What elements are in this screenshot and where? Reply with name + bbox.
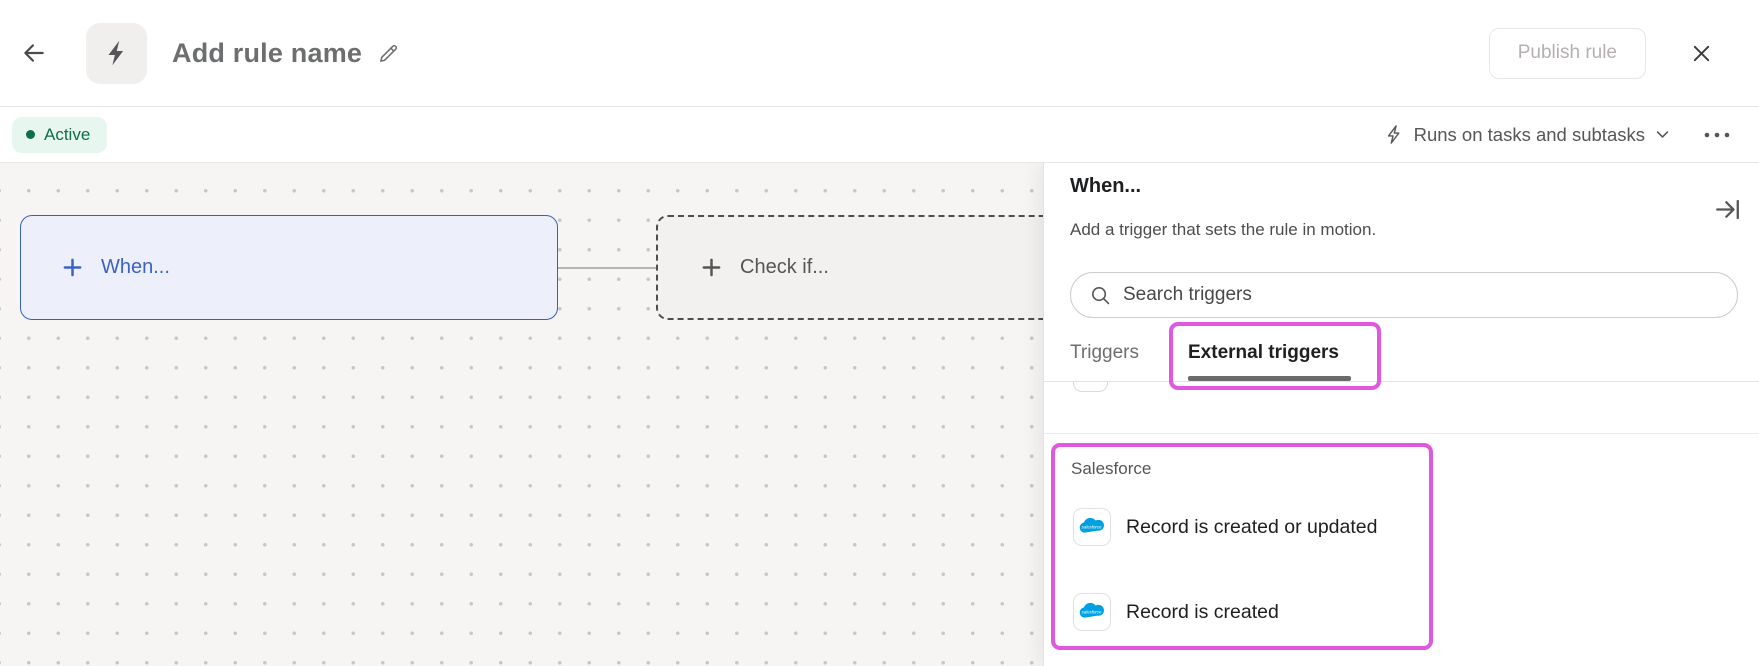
rule-scope-selector[interactable]: Runs on tasks and subtasks xyxy=(1384,124,1671,146)
salesforce-cloud-icon: salesforce xyxy=(1073,593,1111,631)
trigger-picker-panel: When... Add a trigger that sets the rule… xyxy=(1043,163,1759,666)
plus-icon xyxy=(700,256,723,279)
rule-canvas: When... Check if... When... Add a trigge… xyxy=(0,163,1759,666)
close-button[interactable] xyxy=(1679,31,1723,75)
tab-external-triggers[interactable]: External triggers xyxy=(1188,342,1339,363)
panel-title: When... xyxy=(1070,175,1142,197)
section-divider xyxy=(1044,433,1759,434)
svg-text:salesforce: salesforce xyxy=(1082,610,1102,615)
when-node-card[interactable]: When... xyxy=(20,215,558,320)
tab-triggers[interactable]: Triggers xyxy=(1070,342,1139,363)
active-tab-underline xyxy=(1188,376,1351,381)
scope-label: Runs on tasks and subtasks xyxy=(1413,123,1645,145)
check-if-node-label: Check if... xyxy=(740,256,829,278)
close-icon xyxy=(1690,42,1713,65)
salesforce-cloud-icon: salesforce xyxy=(1073,508,1111,546)
header: Add rule name Publish rule xyxy=(0,0,1759,107)
scrolled-list-item-icon-sliver xyxy=(1073,382,1108,392)
lightning-bolt-icon xyxy=(102,38,132,68)
check-if-node-card[interactable]: Check if... xyxy=(656,215,1096,320)
section-label-salesforce: Salesforce xyxy=(1071,459,1152,478)
edit-rule-name-button[interactable] xyxy=(370,35,406,71)
trigger-item-label: Record is created or updated xyxy=(1126,515,1378,538)
chevron-down-icon xyxy=(1654,126,1671,143)
search-box[interactable] xyxy=(1070,272,1738,318)
rule-app-icon xyxy=(86,22,147,84)
status-badge[interactable]: Active xyxy=(12,116,108,153)
page-title: Add rule name xyxy=(172,37,363,68)
svg-text:salesforce: salesforce xyxy=(1082,525,1102,530)
rule-toolbar: Active Runs on tasks and subtasks xyxy=(0,107,1759,163)
panel-subtitle: Add a trigger that sets the rule in moti… xyxy=(1070,220,1377,239)
node-connector-line xyxy=(558,267,656,269)
status-dot-icon xyxy=(26,130,35,139)
left-arrow-icon xyxy=(21,40,47,66)
plus-icon xyxy=(61,256,84,279)
trigger-tabbar: Triggers External triggers xyxy=(1044,333,1759,382)
trigger-item-record-created[interactable]: salesforce Record is created xyxy=(1073,593,1279,631)
search-triggers-input[interactable] xyxy=(1123,284,1721,306)
publish-rule-button[interactable]: Publish rule xyxy=(1488,27,1646,79)
when-node-label: When... xyxy=(101,256,170,278)
trigger-item-label: Record is created xyxy=(1126,600,1279,623)
collapse-panel-button[interactable] xyxy=(1709,191,1745,227)
more-options-button[interactable] xyxy=(1697,117,1737,153)
back-button[interactable] xyxy=(12,31,56,75)
trigger-item-record-created-or-updated[interactable]: salesforce Record is created or updated xyxy=(1073,508,1377,546)
arrow-right-to-bar-icon xyxy=(1713,195,1742,224)
status-label: Active xyxy=(44,124,91,144)
pencil-icon xyxy=(377,42,400,65)
three-dots-icon xyxy=(1702,129,1732,141)
lightning-outline-icon xyxy=(1384,124,1405,145)
search-icon xyxy=(1089,284,1112,307)
